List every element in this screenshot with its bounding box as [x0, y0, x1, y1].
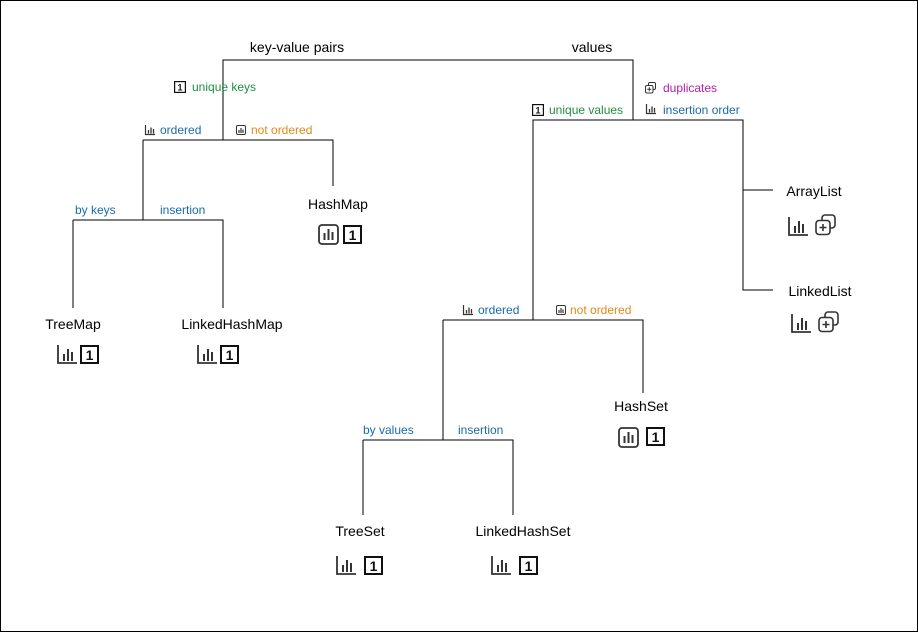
- duplicate-plus-icon: [646, 83, 656, 94]
- by-keys-label: by keys: [75, 203, 116, 217]
- svg-text:ordered: ordered: [160, 123, 201, 137]
- node-arraylist: ArrayList: [786, 183, 841, 235]
- svg-text:unique values: unique values: [549, 103, 623, 117]
- node-linkedlist: LinkedList: [788, 283, 851, 332]
- bar-chart-icon: [492, 556, 511, 574]
- svg-text:insertion order: insertion order: [663, 103, 740, 117]
- duplicate-plus-icon: [816, 215, 835, 235]
- svg-text:LinkedHashSet: LinkedHashSet: [476, 523, 571, 539]
- duplicates-label: duplicates: [646, 81, 718, 95]
- svg-text:HashSet: HashSet: [614, 398, 668, 414]
- bar-chart-icon: [464, 305, 474, 315]
- svg-text:1: 1: [177, 83, 182, 93]
- svg-text:1: 1: [86, 347, 94, 363]
- svg-text:LinkedHashMap: LinkedHashMap: [181, 316, 282, 332]
- svg-text:1: 1: [652, 429, 660, 445]
- svg-text:1: 1: [226, 347, 234, 363]
- bar-chart-boxed-icon: [619, 428, 638, 447]
- set-insertion-label: insertion: [458, 423, 503, 437]
- svg-text:LinkedList: LinkedList: [788, 283, 851, 299]
- map-ordered-label: ordered: [146, 123, 202, 137]
- svg-text:duplicates: duplicates: [663, 81, 717, 95]
- svg-text:1: 1: [349, 227, 357, 243]
- node-linkedhashset: LinkedHashSet 1: [476, 523, 571, 574]
- bar-chart-boxed-icon: [319, 225, 338, 244]
- svg-text:unique keys: unique keys: [192, 80, 256, 94]
- map-insertion-label: insertion: [160, 203, 205, 217]
- svg-text:TreeMap: TreeMap: [45, 316, 101, 332]
- insertion-order-label: insertion order: [647, 103, 740, 117]
- map-ordered-split-edge: [73, 220, 223, 308]
- node-treemap: TreeMap 1: [45, 316, 101, 363]
- svg-text:1: 1: [370, 558, 378, 574]
- bar-chart-icon: [146, 125, 156, 135]
- svg-text:1: 1: [525, 558, 533, 574]
- bar-chart-icon: [789, 217, 808, 235]
- bar-chart-boxed-icon: [237, 126, 246, 135]
- bar-chart-icon: [792, 314, 811, 332]
- node-hashmap: HashMap 1: [308, 196, 368, 244]
- duplicate-plus-icon: [819, 312, 838, 332]
- set-not-ordered-label: not ordered: [557, 303, 632, 317]
- svg-text:HashMap: HashMap: [308, 196, 368, 212]
- values-split-edge: [533, 120, 773, 320]
- bar-chart-icon: [198, 345, 217, 363]
- map-split-edge: [143, 140, 333, 186]
- svg-text:not ordered: not ordered: [570, 303, 631, 317]
- svg-text:TreeSet: TreeSet: [335, 523, 384, 539]
- node-linkedhashmap: LinkedHashMap 1: [181, 316, 282, 363]
- key-value-pairs-label: key-value pairs: [250, 39, 344, 55]
- map-not-ordered-label: not ordered: [237, 123, 313, 137]
- node-hashset: HashSet 1: [614, 398, 668, 447]
- set-ordered-split-edge: [363, 440, 513, 515]
- unique-values-label: 1 unique values: [533, 103, 623, 117]
- set-split-edge: [443, 320, 643, 393]
- set-ordered-label: ordered: [464, 303, 520, 317]
- bar-chart-boxed-icon: [557, 306, 566, 315]
- values-label: values: [572, 39, 612, 55]
- node-treeset: TreeSet 1: [335, 523, 384, 574]
- svg-text:ordered: ordered: [478, 303, 519, 317]
- svg-text:ArrayList: ArrayList: [786, 183, 841, 199]
- bar-chart-icon: [337, 556, 356, 574]
- unique-keys-label: 1 unique keys: [175, 80, 256, 94]
- bar-chart-icon: [647, 104, 657, 114]
- svg-text:not ordered: not ordered: [251, 123, 312, 137]
- bar-chart-icon: [58, 345, 77, 363]
- by-values-label: by values: [363, 423, 414, 437]
- svg-text:1: 1: [535, 106, 540, 116]
